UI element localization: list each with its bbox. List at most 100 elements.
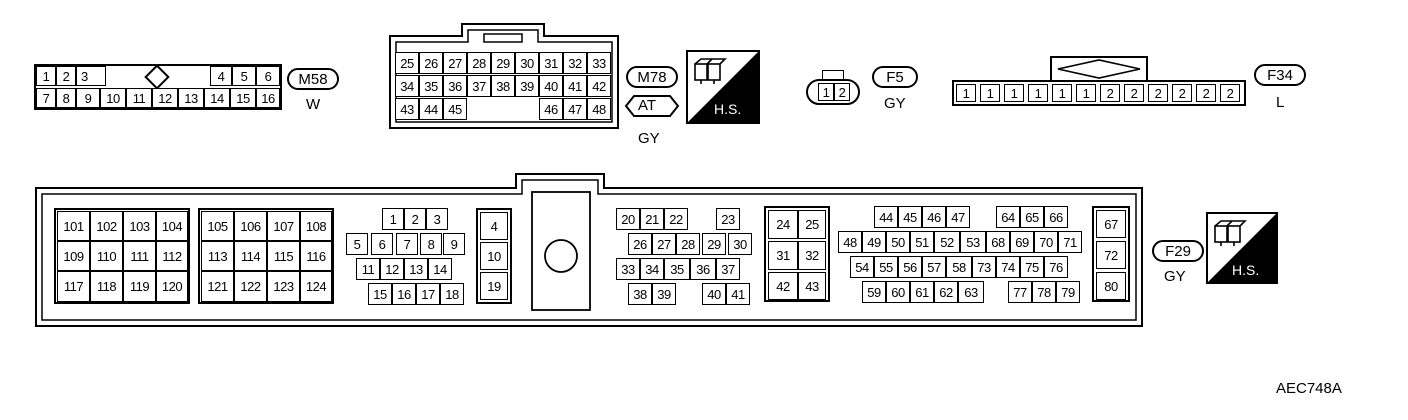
pin: 52 (934, 231, 960, 253)
connector-code-m78: M78 (626, 66, 678, 88)
pin: 2 (404, 208, 426, 230)
pin: 19 (480, 272, 508, 300)
pin: 33 (616, 258, 640, 280)
pin: 70 (1034, 231, 1058, 253)
pin: 29 (491, 52, 515, 74)
wire-color-f34: L (1276, 94, 1285, 111)
pin: 30 (515, 52, 539, 74)
pin: 39 (515, 75, 539, 97)
hs-label: H.S. (1232, 262, 1260, 278)
key-diamond-icon (1057, 59, 1141, 79)
connector-f5: 1 2 (806, 70, 862, 106)
pin: 5 (346, 233, 368, 255)
pin: 56 (898, 256, 922, 278)
pin: 45 (443, 98, 467, 120)
pin: 11 (126, 88, 152, 108)
pin: 44 (874, 206, 898, 228)
pin: 76 (1044, 256, 1068, 278)
pin: 63 (958, 281, 984, 303)
pin: 44 (419, 98, 443, 120)
pin: 47 (946, 206, 970, 228)
pin: 27 (652, 233, 676, 255)
pin: 50 (886, 231, 910, 253)
wire-color-f29: GY (1164, 268, 1186, 285)
pin: 13 (178, 88, 204, 108)
pin: 114 (234, 241, 267, 271)
pin: 35 (664, 258, 690, 280)
pin: 34 (640, 258, 664, 280)
pin-block-b: 105 106 107 108 113 114 115 116 121 122 … (198, 208, 334, 304)
pin: 55 (874, 256, 898, 278)
pin-block-a: 101 102 103 104 109 110 111 112 117 118 … (54, 208, 190, 304)
variant-hex-icon (624, 95, 680, 117)
hs-label: H.S. (714, 101, 742, 117)
pin: 31 (539, 52, 563, 74)
pin: 7 (396, 233, 418, 255)
pin: 112 (156, 241, 188, 271)
pin: 9 (76, 88, 100, 108)
connector-m78-pins: 25 26 27 28 29 30 31 32 33 34 35 36 37 3… (395, 52, 615, 124)
pin: 27 (443, 52, 467, 74)
pin: 20 (616, 208, 640, 230)
pin: 9 (443, 233, 465, 255)
pin: 43 (395, 98, 419, 120)
pin: 53 (960, 231, 986, 253)
pin: 33 (587, 52, 611, 74)
pin: 5 (232, 66, 256, 86)
pin-block-g: 44 45 46 47 64 65 66 48 49 50 51 52 53 6… (838, 206, 1088, 304)
pin: 1 (1076, 84, 1096, 102)
pin: 46 (539, 98, 563, 120)
pin: 41 (563, 75, 587, 97)
pin: 2 (1196, 84, 1216, 102)
pin: 30 (728, 233, 752, 255)
pin: 34 (395, 75, 419, 97)
pin: 71 (1058, 231, 1082, 253)
pin: 47 (563, 98, 587, 120)
pin: 10 (480, 242, 508, 270)
pin: 43 (798, 272, 826, 300)
pin: 66 (1044, 206, 1068, 228)
pin: 40 (539, 75, 563, 97)
pin: 3 (76, 66, 106, 86)
pin: 122 (234, 271, 267, 302)
pin: 1 (36, 66, 56, 86)
pin: 124 (300, 271, 332, 302)
diagonal-fill-icon (1208, 214, 1276, 282)
pin: 61 (910, 281, 934, 303)
pin: 57 (922, 256, 946, 278)
pin: 17 (416, 283, 440, 305)
pin: 65 (1020, 206, 1044, 228)
pin-block-d: 4 10 19 (476, 208, 512, 304)
pin: 104 (156, 211, 188, 241)
pin: 6 (256, 66, 280, 86)
pin: 101 (57, 211, 90, 241)
variant-at: AT (638, 97, 657, 114)
pin: 59 (862, 281, 886, 303)
pin: 10 (100, 88, 126, 108)
latch (822, 70, 844, 80)
pin: 14 (428, 258, 452, 280)
pin: 60 (886, 281, 910, 303)
pin: 15 (230, 88, 256, 108)
pin: 108 (300, 211, 332, 241)
diagonal-fill-icon (688, 52, 758, 122)
harness-side-symbol: H.S. (1206, 212, 1278, 284)
pin: 49 (862, 231, 886, 253)
pin: 109 (57, 241, 90, 271)
pin: 16 (392, 283, 416, 305)
pin: 4 (210, 66, 232, 86)
pin: 24 (768, 210, 798, 239)
pin: 48 (587, 98, 611, 120)
pin: 23 (716, 208, 740, 230)
pin: 40 (702, 283, 726, 305)
wire-color-f5: GY (884, 95, 906, 112)
pin: 117 (57, 271, 90, 302)
connector-code-m58: M58 (287, 68, 339, 90)
pin: 68 (986, 231, 1010, 253)
pin: 119 (123, 271, 156, 302)
pin: 1 (980, 84, 1000, 102)
pin: 58 (946, 256, 972, 278)
pin: 62 (934, 281, 958, 303)
pin: 105 (201, 211, 234, 241)
pin: 12 (380, 258, 404, 280)
